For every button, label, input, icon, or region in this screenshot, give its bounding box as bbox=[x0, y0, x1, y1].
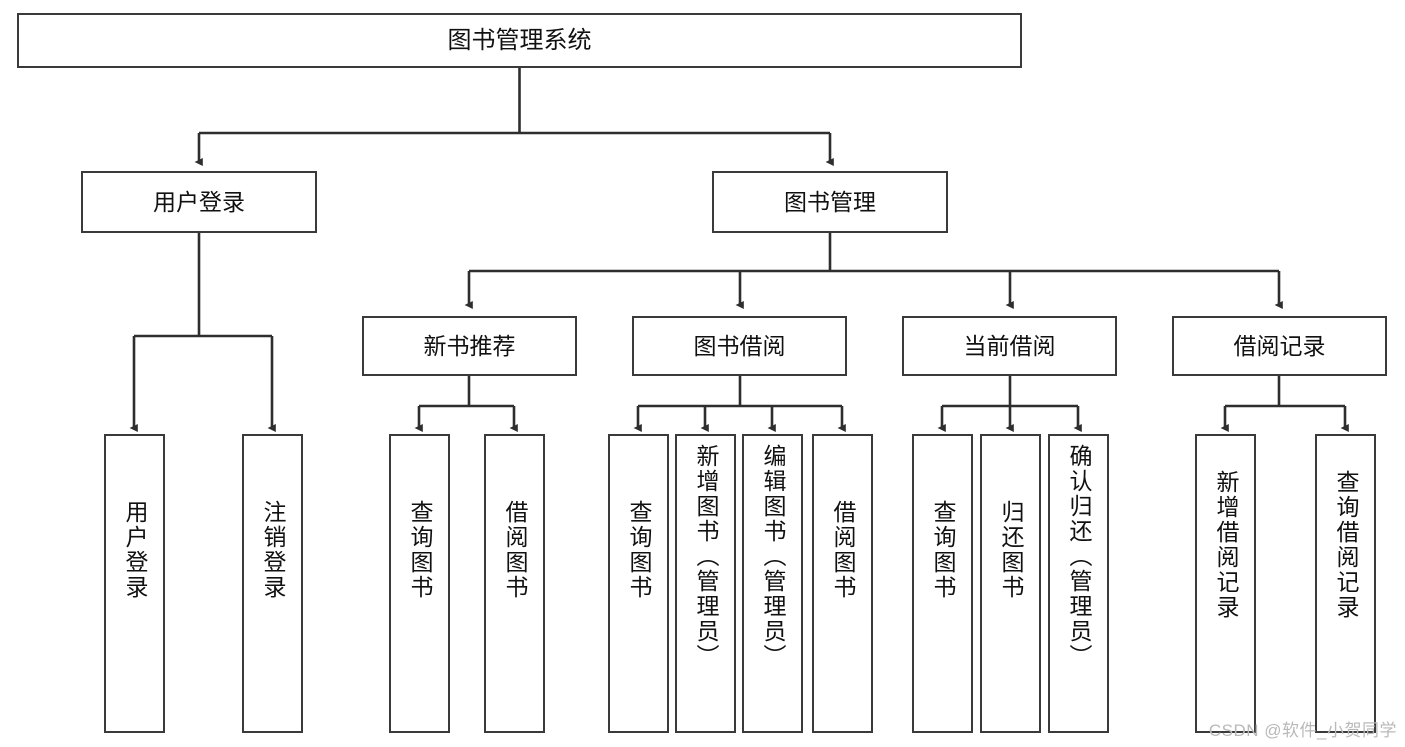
node-label: 注销登录 bbox=[260, 500, 286, 600]
leaf-borrow-book-new[interactable]: 借阅图书 bbox=[484, 434, 545, 733]
node-label: 编辑图书（管理员） bbox=[760, 444, 786, 669]
leaf-query-book-current[interactable]: 查询图书 bbox=[912, 434, 973, 733]
node-label: 新增图书（管理员） bbox=[693, 444, 719, 669]
leaf-add-borrow-record[interactable]: 新增借阅记录 bbox=[1195, 434, 1256, 733]
node-label: 借阅图书 bbox=[830, 500, 856, 600]
node-label: 图书管理 bbox=[784, 188, 876, 215]
node-root-system[interactable]: 图书管理系统 bbox=[17, 13, 1022, 68]
node-current-borrow[interactable]: 当前借阅 bbox=[902, 316, 1117, 376]
leaf-user-login[interactable]: 用户登录 bbox=[104, 434, 165, 733]
node-label: 借阅记录 bbox=[1233, 332, 1326, 359]
leaf-query-book-new[interactable]: 查询图书 bbox=[389, 434, 450, 733]
leaf-confirm-return-admin[interactable]: 确认归还（管理员） bbox=[1048, 434, 1109, 733]
leaf-borrow-book[interactable]: 借阅图书 bbox=[812, 434, 873, 733]
node-label: 查询图书 bbox=[930, 500, 956, 600]
leaf-add-book-admin[interactable]: 新增图书（管理员） bbox=[675, 434, 736, 733]
leaf-user-logout[interactable]: 注销登录 bbox=[242, 434, 303, 733]
node-label: 当前借阅 bbox=[963, 332, 1056, 359]
leaf-edit-book-admin[interactable]: 编辑图书（管理员） bbox=[742, 434, 803, 733]
node-label: 借阅图书 bbox=[502, 500, 528, 600]
node-new-book-recommendation[interactable]: 新书推荐 bbox=[362, 316, 577, 376]
leaf-return-book[interactable]: 归还图书 bbox=[980, 434, 1041, 733]
node-book-borrow[interactable]: 图书借阅 bbox=[632, 316, 847, 376]
node-label: 用户登录 bbox=[122, 500, 148, 600]
node-user-login[interactable]: 用户登录 bbox=[81, 171, 317, 233]
node-label: 新书推荐 bbox=[423, 332, 516, 359]
leaf-query-borrow-record[interactable]: 查询借阅记录 bbox=[1315, 434, 1376, 733]
node-label: 确认归还（管理员） bbox=[1066, 444, 1092, 669]
node-label: 用户登录 bbox=[153, 188, 245, 215]
node-label: 图书管理系统 bbox=[447, 26, 592, 54]
leaf-query-book-borrow[interactable]: 查询图书 bbox=[608, 434, 669, 733]
node-label: 新增借阅记录 bbox=[1213, 470, 1239, 620]
node-label: 图书借阅 bbox=[693, 332, 786, 359]
node-label: 查询图书 bbox=[407, 500, 433, 600]
node-label: 归还图书 bbox=[998, 500, 1024, 600]
node-borrow-record[interactable]: 借阅记录 bbox=[1172, 316, 1387, 376]
watermark-text: CSDN @软件_小贺同学 bbox=[1208, 721, 1397, 740]
node-label: 查询借阅记录 bbox=[1333, 470, 1359, 620]
node-label: 查询图书 bbox=[626, 500, 652, 600]
node-book-management[interactable]: 图书管理 bbox=[712, 171, 948, 233]
